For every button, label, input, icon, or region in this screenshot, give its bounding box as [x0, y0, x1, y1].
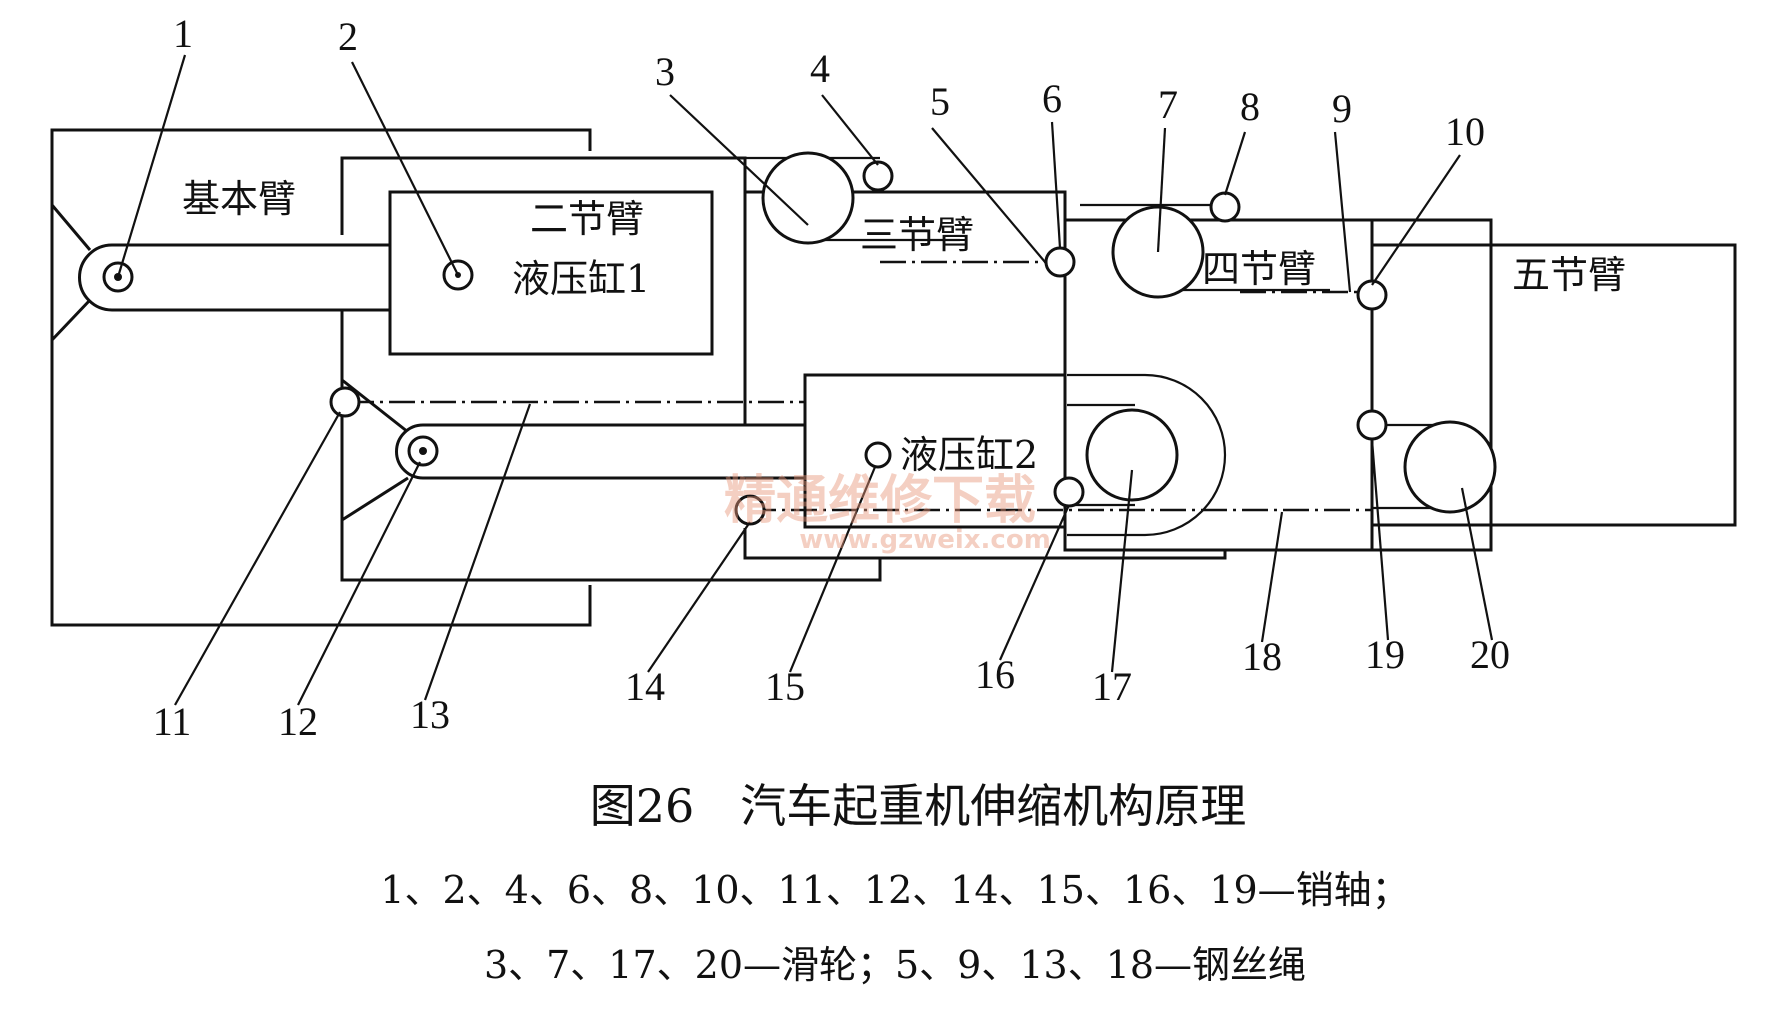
- pulley-20: [1403, 420, 1497, 514]
- pin-14: [734, 494, 766, 526]
- callout-10: 10: [1445, 109, 1485, 154]
- callout-numbers: 1 2 3 4 5 6 7 8 9 10 11 12 13 14 15 16 1…: [153, 11, 1510, 744]
- legend-line-2: 3、7、17、20—滑轮；5、9、13、18—钢丝绳: [484, 943, 1306, 987]
- pin-6: [1044, 246, 1076, 278]
- label-cylinder-2: 液压缸2: [900, 433, 1038, 477]
- callout-5: 5: [930, 79, 950, 124]
- cylinder-1: [78, 190, 714, 356]
- callout-4: 4: [810, 46, 830, 91]
- pin-16: [1053, 476, 1085, 508]
- pulleys: [761, 151, 1497, 514]
- callout-20: 20: [1470, 632, 1510, 677]
- pin-8: [1209, 191, 1241, 223]
- pin-10: [1356, 279, 1388, 311]
- pin-15: [864, 441, 892, 469]
- rope-loop-17: [1067, 373, 1227, 537]
- callout-19: 19: [1365, 632, 1405, 677]
- figure-title: 图26 汽车起重机伸缩机构原理: [590, 779, 1247, 833]
- label-third-arm: 三节臂: [860, 213, 974, 257]
- callout-18: 18: [1242, 634, 1282, 679]
- pin-11: [329, 386, 361, 418]
- pins: [102, 160, 1388, 526]
- ropes: [348, 156, 1450, 512]
- label-cylinder-1: 液压缸1: [512, 257, 650, 301]
- label-fifth-arm: 五节臂: [1512, 253, 1626, 297]
- callout-16: 16: [975, 652, 1015, 697]
- watermark: 精通维修下载 www.gzweix.com: [724, 471, 1051, 555]
- callout-8: 8: [1240, 84, 1260, 129]
- second-arm: [340, 156, 882, 582]
- pin-19: [1356, 409, 1388, 441]
- watermark-main: 精通维修下载: [724, 471, 1036, 531]
- callout-6: 6: [1042, 76, 1062, 121]
- callout-3: 3: [655, 49, 675, 94]
- pin-4: [862, 160, 894, 192]
- pulley-17: [1085, 408, 1179, 502]
- caption: 图26 汽车起重机伸缩机构原理 1、2、4、6、8、10、11、12、14、15…: [380, 779, 1409, 987]
- callout-9: 9: [1332, 86, 1352, 131]
- label-fourth-arm: 四节臂: [1202, 247, 1316, 291]
- callout-14: 14: [625, 664, 665, 709]
- basic-arm: [50, 128, 592, 627]
- callout-13: 13: [410, 692, 450, 737]
- legend-line-1: 1、2、4、6、8、10、11、12、14、15、16、19—销轴；: [380, 868, 1409, 912]
- callout-1: 1: [173, 11, 193, 56]
- callout-17: 17: [1092, 664, 1132, 709]
- callout-7: 7: [1158, 82, 1178, 127]
- label-second-arm: 二节臂: [530, 197, 644, 241]
- callout-12: 12: [278, 699, 318, 744]
- callout-15: 15: [765, 664, 805, 709]
- pulley-3: [761, 151, 855, 245]
- callout-11: 11: [153, 699, 192, 744]
- callout-2: 2: [338, 14, 358, 59]
- watermark-url: www.gzweix.com: [799, 525, 1051, 555]
- label-basic-arm: 基本臂: [182, 177, 296, 221]
- part-labels: 基本臂 二节臂 液压缸1 三节臂 四节臂 五节臂 液压缸2: [182, 177, 1626, 477]
- leader-lines: [116, 54, 1494, 706]
